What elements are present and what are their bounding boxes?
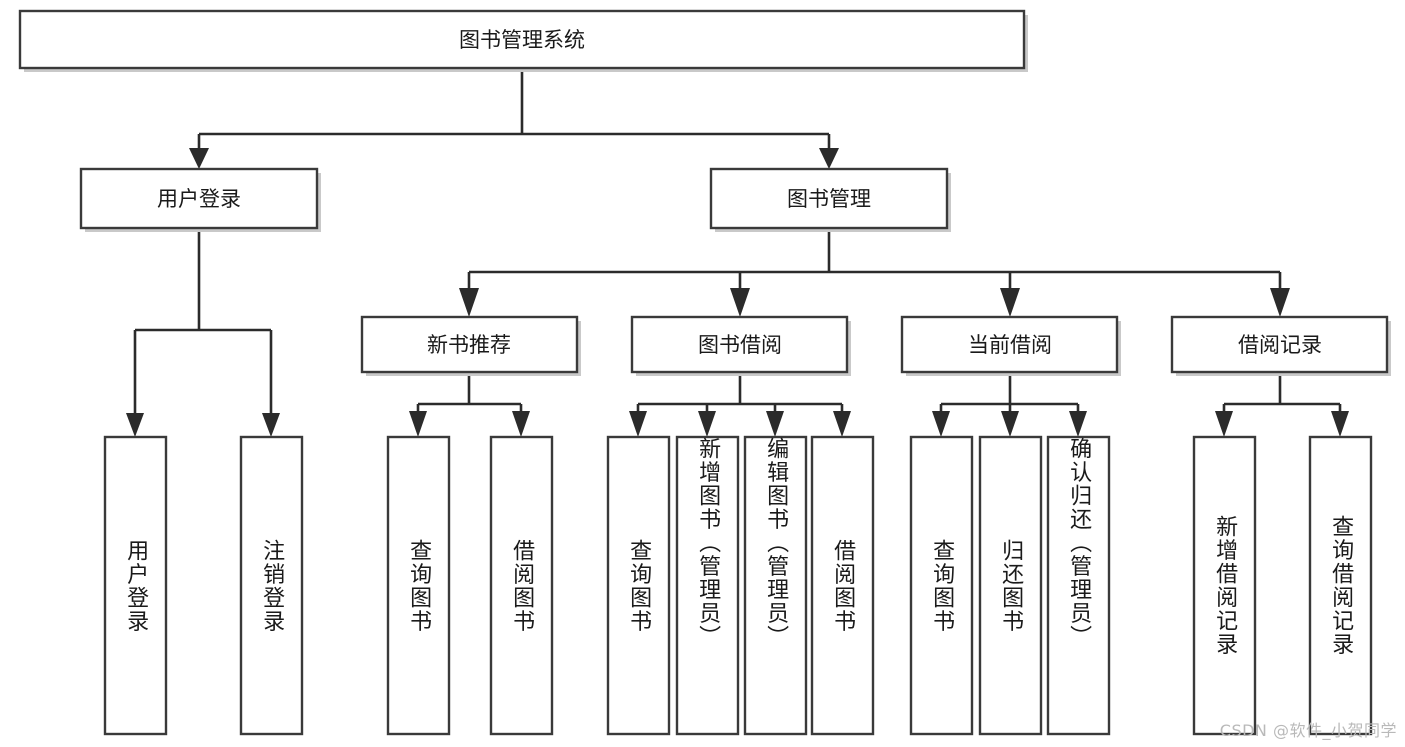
connector-group-root [189,68,839,169]
arrowhead-leaf-bookborrow-1 [698,411,716,437]
arrowhead-book-borrow [730,288,750,317]
leaf-box-newbook-1[interactable] [489,435,554,736]
node-user-login-label: 用户登录 [157,187,241,211]
connector-group-book-borrow [629,375,851,437]
node-new-book-recommend[interactable]: 新书推荐 [360,315,581,376]
leaf-box-bookborrow-1[interactable] [675,435,740,736]
arrowhead-borrow-record [1270,288,1290,317]
arrowhead-leaf-currentborrow-2 [1069,411,1087,437]
leaf-box-bookborrow-2[interactable] [743,435,808,736]
leaf-box-bookborrow-3[interactable] [810,435,875,736]
leaf-node-bookborrow-3[interactable] [810,435,875,736]
leaf-node-borrowrecord-1[interactable] [1308,435,1373,736]
arrowhead-leaf-user-login-0 [126,413,144,437]
leaf-box-borrowrecord-1[interactable] [1308,435,1373,736]
leaf-box-currentborrow-0[interactable] [909,435,974,736]
node-book-borrow-label: 图书借阅 [698,333,782,357]
leaf-node-currentborrow-0[interactable] [909,435,974,736]
node-current-borrow[interactable]: 当前借阅 [900,315,1121,376]
node-borrow-record-box[interactable] [1170,315,1389,374]
connector-group-current-borrow [932,375,1087,437]
arrowhead-leaf-bookborrow-0 [629,411,647,437]
connector-group-user-login [126,232,280,437]
leaf-node-bookborrow-2[interactable] [743,435,808,736]
node-root-box[interactable] [18,9,1026,70]
connector-group-new-book-recommend [409,375,530,437]
arrowhead-book-mgmt [819,148,839,169]
node-borrow-record[interactable]: 借阅记录 [1170,315,1391,376]
connector-group-borrow-record [1215,375,1349,437]
node-new-book-recommend-label: 新书推荐 [427,333,511,357]
leaf-node-bookborrow-1[interactable] [675,435,740,736]
leaf-box-bookborrow-0[interactable] [606,435,671,736]
leaf-node-currentborrow-2[interactable] [1046,435,1111,736]
leaf-node-borrowrecord-0[interactable] [1192,435,1257,736]
arrowhead-leaf-newbook-0 [409,411,427,437]
arrowhead-current-borrow [1000,288,1020,317]
node-book-mgmt-box[interactable] [709,167,949,230]
node-user-login[interactable]: 用户登录 [79,167,321,232]
node-book-mgmt[interactable]: 图书管理 [709,167,951,232]
node-new-book-recommend-box[interactable] [360,315,579,374]
node-root-label: 图书管理系统 [459,28,585,52]
arrowhead-leaf-newbook-1 [512,411,530,437]
leaf-box-user-login-1[interactable] [239,435,304,736]
arrowhead-leaf-bookborrow-2 [766,411,784,437]
leaf-node-user-login-1[interactable] [239,435,304,736]
leaf-box-currentborrow-1[interactable] [978,435,1043,736]
node-root[interactable]: 图书管理系统 [18,9,1028,72]
connector-group-book-mgmt [459,232,1290,317]
leaf-node-newbook-1[interactable] [489,435,554,736]
node-borrow-record-label: 借阅记录 [1238,333,1322,357]
arrowhead-user-login [189,148,209,169]
leaf-node-user-login-0[interactable] [103,435,168,736]
arrowhead-new-book-recommend [459,288,479,317]
leaf-node-newbook-0[interactable] [386,435,451,736]
node-book-borrow-box[interactable] [630,315,849,374]
arrowhead-leaf-currentborrow-0 [932,411,950,437]
arrowhead-leaf-bookborrow-3 [833,411,851,437]
arrowhead-leaf-borrowrecord-0 [1215,411,1233,437]
leaf-box-newbook-0[interactable] [386,435,451,736]
leaf-box-user-login-0[interactable] [103,435,168,736]
arrowhead-leaf-currentborrow-1 [1001,411,1019,437]
leaf-node-currentborrow-1[interactable] [978,435,1043,736]
arrowhead-leaf-user-login-1 [262,413,280,437]
leaf-box-borrowrecord-0[interactable] [1192,435,1257,736]
node-book-borrow[interactable]: 图书借阅 [630,315,851,376]
leaf-box-currentborrow-2[interactable] [1046,435,1111,736]
node-book-mgmt-label: 图书管理 [787,187,871,211]
node-user-login-box[interactable] [79,167,319,230]
node-current-borrow-label: 当前借阅 [968,333,1052,357]
arrowhead-leaf-borrowrecord-1 [1331,411,1349,437]
csdn-watermark: CSDN @软件_小贺同学 [1219,721,1397,740]
leaf-node-bookborrow-0[interactable] [606,435,671,736]
node-current-borrow-box[interactable] [900,315,1119,374]
